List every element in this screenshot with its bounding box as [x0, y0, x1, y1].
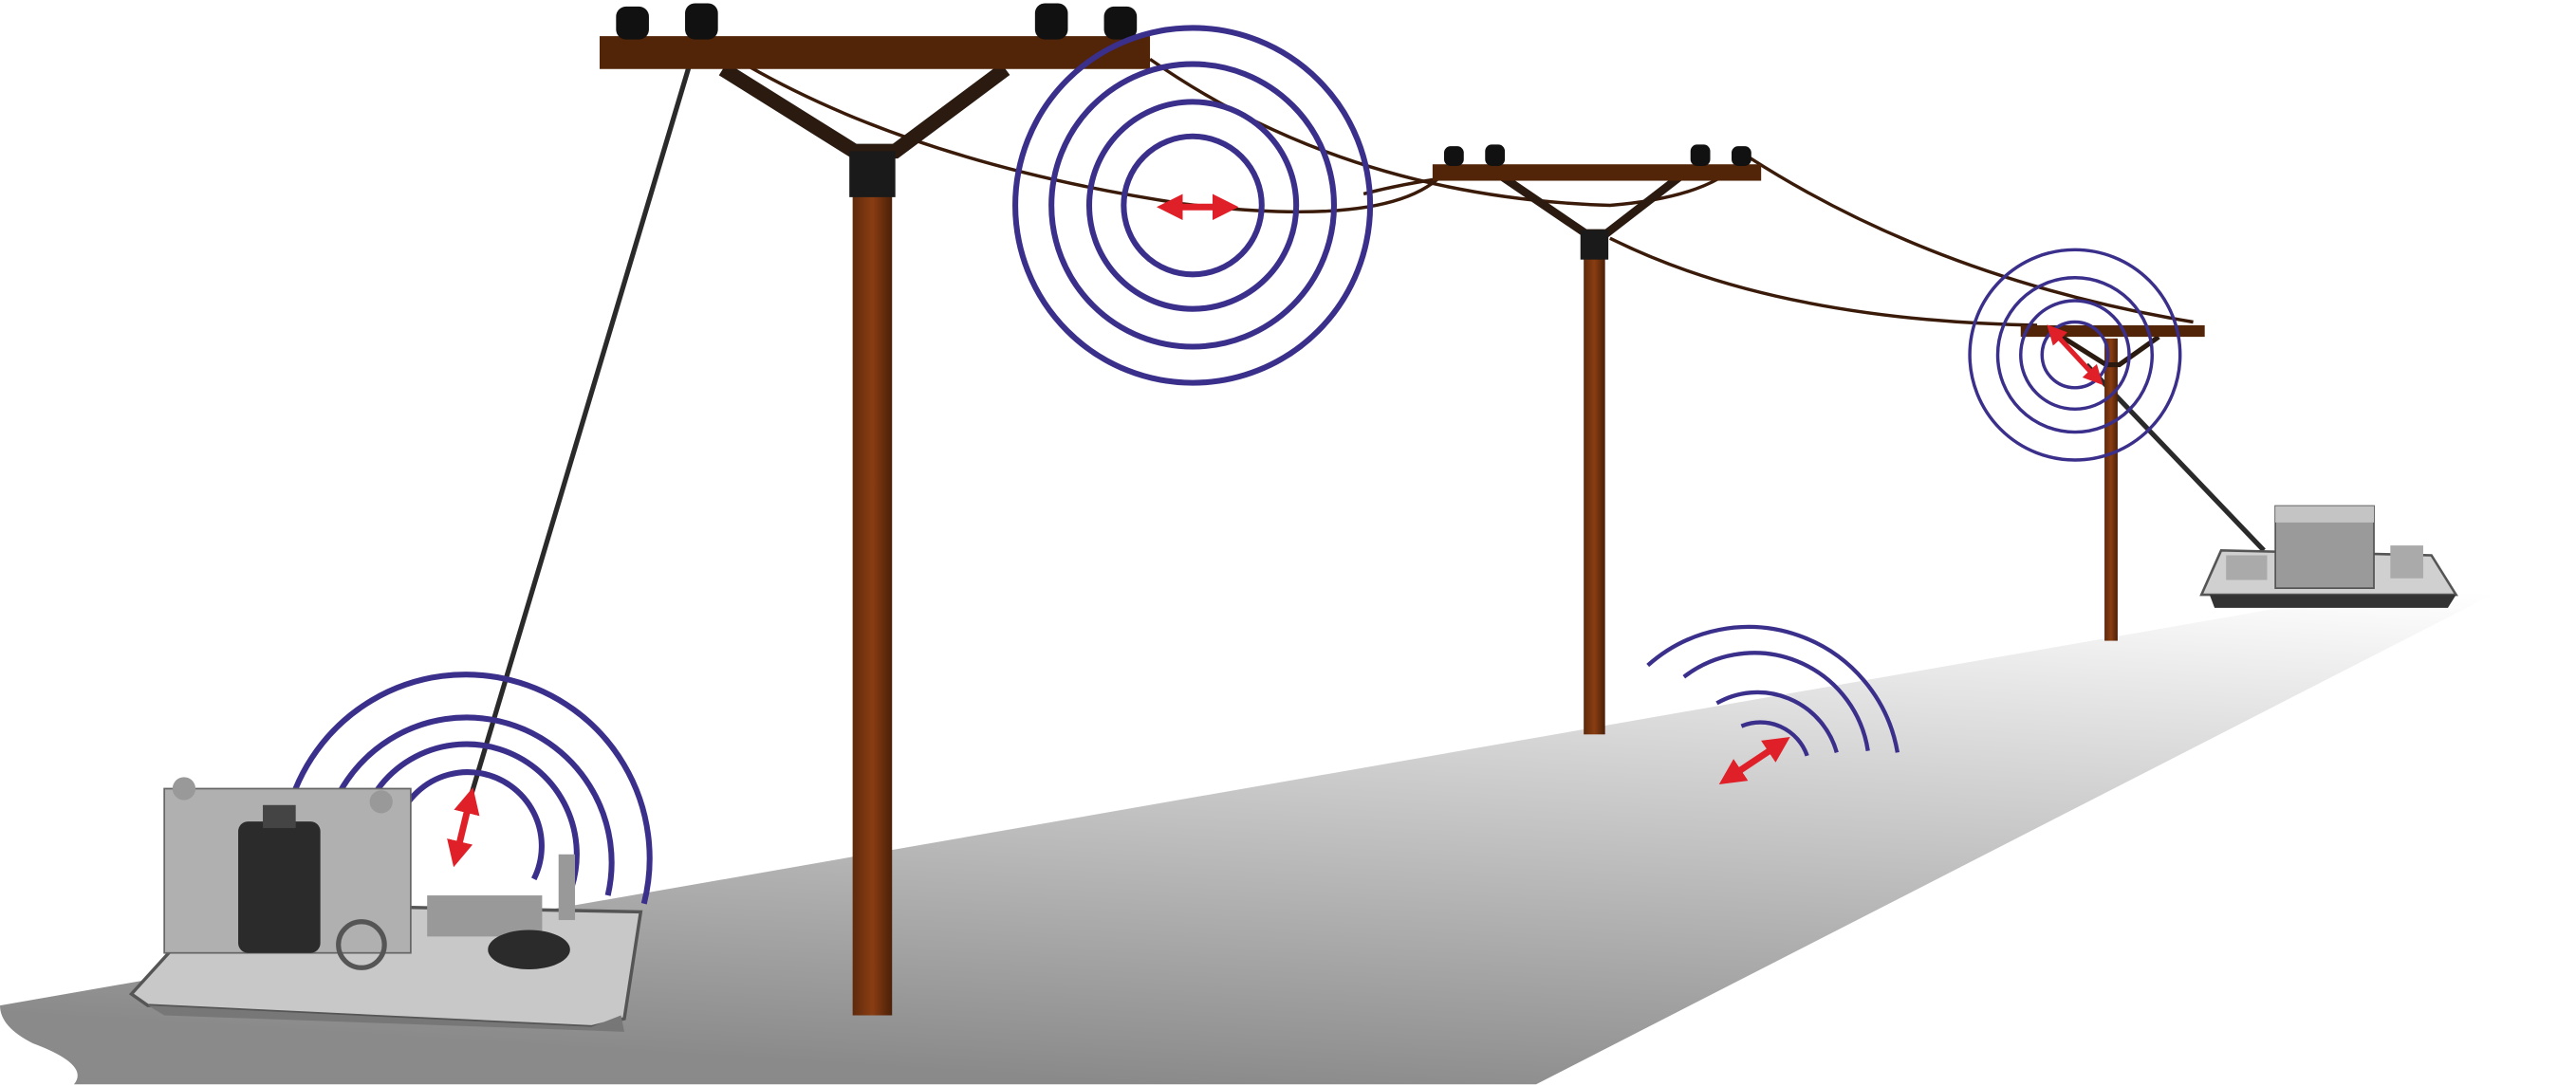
- concentric-wave-icon: [1012, 25, 1374, 386]
- telegraph-relay-icon: [2199, 505, 2458, 608]
- utility-pole-1: [599, 3, 1151, 1016]
- ground: [0, 558, 2564, 1085]
- arc-wave-icon: [1646, 624, 1900, 757]
- utility-pole-2: [1432, 144, 1762, 735]
- insulator-icon: [616, 3, 1138, 40]
- double-arrow-icon: [447, 193, 2103, 868]
- concentric-wave-icon: [1968, 248, 2182, 462]
- telegraph-key-sounder-icon: [128, 777, 643, 1032]
- insulator-icon: [1443, 144, 1751, 166]
